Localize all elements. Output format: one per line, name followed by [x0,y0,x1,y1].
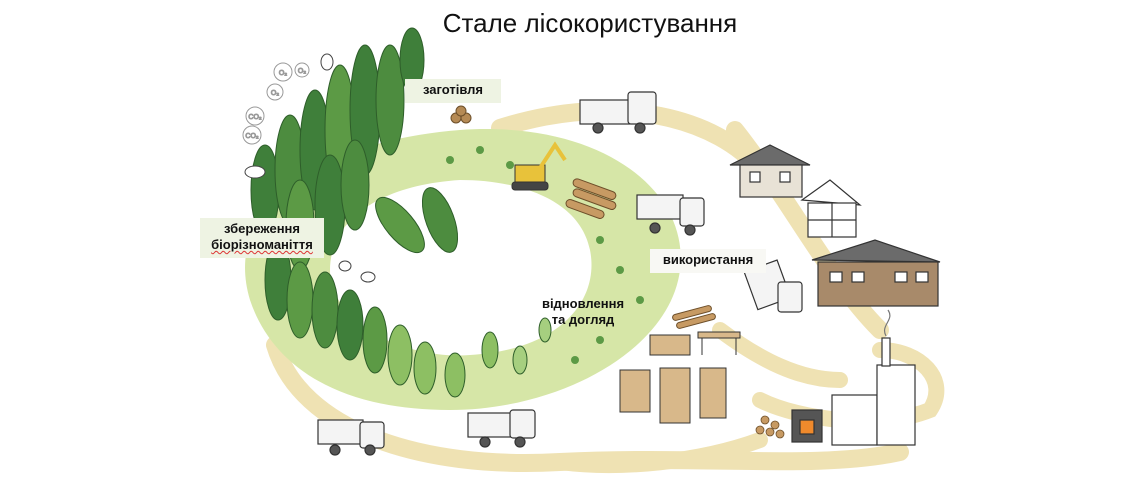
excavator [511,141,567,191]
gas-bubbles: O₂ O₂ O₂ CO₂ CO₂ [242,62,310,145]
restoration-label: відновлення та догляд [528,293,638,333]
trucks [317,91,803,456]
harvest-label: заготівля [405,79,501,103]
gas-bubble-label: O₂ [271,90,279,97]
wood-pile [450,105,472,124]
truck-middle [636,194,705,236]
biodiversity-label-line1: збереження [224,221,300,236]
biodiversity-label: збереження біорізноманіття [200,218,324,258]
truck-bottom-middle [467,409,536,448]
biodiversity-label-line2: біорізноманіття [206,237,318,253]
page-title: Стале лісокористування [442,8,738,38]
truck-bottom-left [317,419,385,456]
dense-forest [250,27,552,398]
birds [244,53,376,283]
biodiversity-label-line2-text: біорізноманіття [211,237,313,252]
furniture [619,331,741,424]
restoration-label-line2: та догляд [551,312,615,327]
use-label: використання [650,249,766,273]
restoration-label-line1: відновлення [541,296,625,311]
biomass-plant [791,309,916,446]
house-frame [800,179,862,238]
houses [729,144,941,307]
seedlings [446,146,644,364]
log-stacks [565,178,716,329]
gas-bubble-label: CO₂ [248,114,262,121]
house-top [729,144,811,198]
house-large [811,239,941,307]
gas-bubble-label: CO₂ [245,133,259,140]
fallen-trees [375,187,459,254]
truck-top [579,91,657,134]
pellets [755,415,785,439]
gas-bubble-label: O₂ [298,68,306,75]
gas-bubble-label: O₂ [279,70,287,77]
